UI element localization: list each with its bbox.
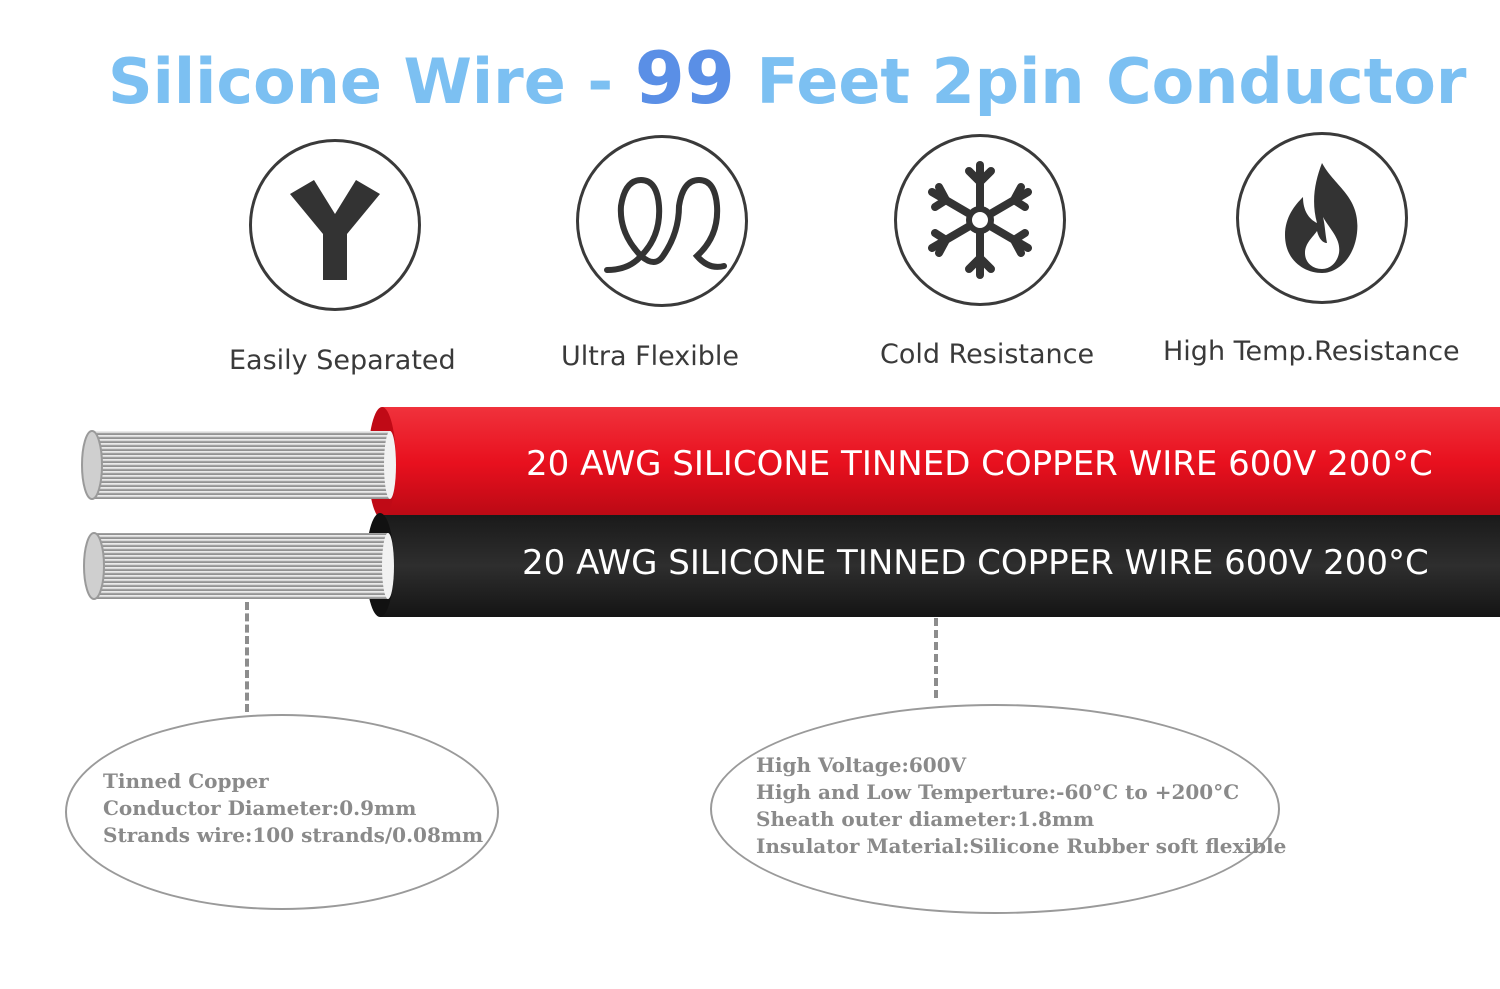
red-wire-label: 20 AWG SILICONE TINNED COPPER WIRE 600V … (526, 444, 1433, 484)
insulation-spec-bubble (710, 704, 1280, 914)
title-number: 99 (634, 36, 735, 120)
insulation-spec-line: High and Low Temperture:-60°C to +200°C (756, 780, 1240, 804)
conductor-spec-line: Conductor Diameter:0.9mm (103, 796, 417, 820)
twin-wire-illustration (81, 407, 1500, 617)
y-split-icon (249, 139, 421, 311)
insulation-spec-line: Sheath outer diameter:1.8mm (756, 807, 1095, 831)
feature-label: Easily Separated (229, 345, 456, 376)
title-suffix: Feet 2pin Conductor (734, 45, 1467, 118)
coil-loops-icon (576, 135, 748, 307)
conductor-spec-line: Strands wire:100 strands/0.08mm (103, 823, 484, 847)
conductor-spec-line: Tinned Copper (103, 769, 269, 793)
conductor-leader-line (245, 602, 249, 712)
feature-label: High Temp.Resistance (1163, 336, 1460, 367)
snowflake-icon (894, 134, 1066, 306)
flame-icon (1236, 132, 1408, 304)
insulation-spec-line: High Voltage:600V (756, 753, 967, 777)
page-title: Silicone Wire - 99 Feet 2pin Conductor (108, 28, 1500, 128)
red-wire (81, 407, 1500, 519)
insulation-spec-line: Insulator Material:Silicone Rubber soft … (756, 834, 1287, 858)
black-wire (83, 513, 1500, 617)
insulation-leader-line (934, 618, 938, 698)
feature-label: Ultra Flexible (561, 341, 739, 372)
title-prefix: Silicone Wire - (108, 45, 635, 118)
black-wire-label: 20 AWG SILICONE TINNED COPPER WIRE 600V … (522, 543, 1429, 583)
conductor-spec-bubble (65, 714, 499, 910)
feature-label: Cold Resistance (880, 339, 1095, 370)
